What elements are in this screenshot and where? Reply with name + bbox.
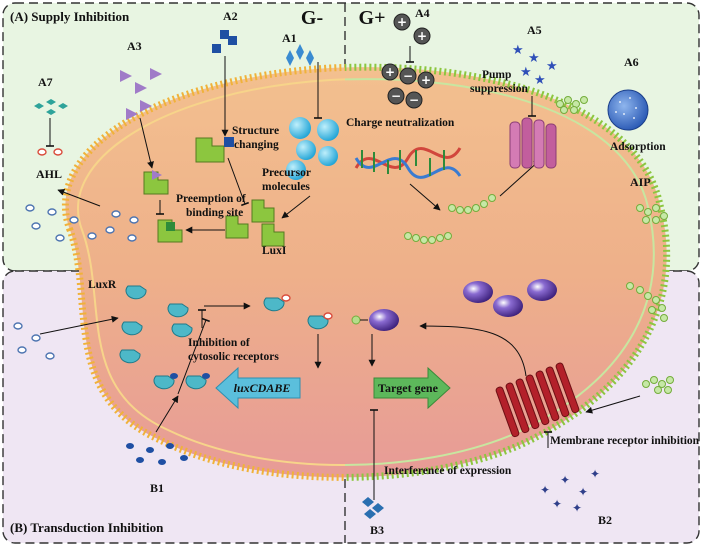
aip-label: AIP — [630, 175, 651, 189]
label-a1: A1 — [282, 31, 297, 45]
label-a3: A3 — [127, 39, 142, 53]
svg-text:+: + — [417, 29, 427, 43]
b1-inhibitors — [126, 443, 188, 465]
luxr-label: LuxR — [88, 279, 117, 291]
svg-text:★: ★ — [546, 59, 558, 74]
target-gene-arrow: Target gene — [373, 366, 451, 410]
b2-inhibitor-stars: ✦✦✦✦✦✦ — [540, 467, 600, 515]
precursor-label: Precursor — [262, 167, 311, 179]
preempted-enzyme — [143, 170, 169, 195]
precursor-molecules — [286, 117, 339, 180]
svg-text:★: ★ — [534, 73, 546, 88]
luxi-enzymes — [225, 199, 285, 247]
gram-negative-label: G- — [301, 7, 323, 29]
luxr-receptors — [119, 285, 193, 364]
label-b3: B3 — [370, 523, 384, 537]
svg-text:binding site: binding site — [186, 207, 243, 219]
adsorption-label: Adsorption — [610, 141, 666, 153]
luxr-blocked — [153, 373, 210, 390]
svg-text:✦: ✦ — [572, 501, 582, 515]
inhibition-cytosolic-label: Inhibition of — [188, 337, 250, 349]
svg-text:★: ★ — [528, 51, 540, 66]
svg-text:✦: ✦ — [590, 467, 600, 481]
label-a5: A5 — [527, 23, 542, 37]
membrane-receptor-label: Membrane receptor inhibition — [550, 435, 700, 447]
dna-helix — [354, 147, 462, 179]
svg-text:−: − — [409, 93, 419, 107]
luxi-label: LuxI — [262, 245, 287, 257]
target-gene-label: Target gene — [378, 381, 439, 395]
ahl-signals-lower — [13, 322, 55, 360]
aip-exported — [556, 96, 588, 114]
label-a2: A2 — [223, 9, 238, 23]
svg-text:changing: changing — [234, 139, 279, 151]
a6-adsorbent-sphere — [607, 89, 649, 131]
label-b2: B2 — [598, 513, 612, 527]
pump-label: Pump — [482, 69, 511, 81]
ahl-signals-upper — [25, 204, 139, 242]
structure-changing-label: Structure — [232, 125, 279, 137]
membrane-receptor — [495, 362, 580, 438]
svg-text:✦: ✦ — [552, 497, 562, 511]
a7-target-ahl — [37, 148, 63, 156]
aip-extracellular — [626, 204, 674, 394]
membrane-pump — [509, 117, 557, 169]
a5-inhibitor-stars: ★★★★★ — [512, 43, 558, 88]
gram-positive-label: G+ — [359, 7, 386, 29]
svg-text:molecules: molecules — [262, 181, 310, 193]
a4-charge-molecules: + + + − + − − — [381, 13, 435, 109]
b3-inhibitor-squares — [362, 497, 384, 519]
svg-text:✦: ✦ — [578, 485, 588, 499]
svg-text:★: ★ — [512, 43, 524, 58]
label-b1: B1 — [150, 481, 164, 495]
a2-inhibitor-squares — [212, 30, 237, 53]
supply-title: (A) Supply Inhibition — [10, 9, 130, 24]
label-a4: A4 — [415, 6, 430, 20]
luxi-bound-enzyme — [157, 219, 183, 243]
preemption-label: Preemption of — [176, 193, 246, 205]
a1-inhibitor-diamonds — [286, 44, 314, 66]
svg-text:✦: ✦ — [560, 473, 570, 487]
svg-text:−: − — [391, 89, 401, 103]
ahl-label: AHL — [36, 167, 62, 181]
label-a7: A7 — [38, 75, 53, 89]
luxr-ahl-complex — [263, 294, 333, 330]
transduction-title: (B) Transduction Inhibition — [10, 520, 164, 535]
charge-neutralization-label: Charge neutralization — [346, 117, 455, 129]
luxi-modified-enzyme — [195, 137, 234, 163]
interference-label: Interference of expression — [384, 465, 512, 477]
svg-text:+: + — [421, 73, 431, 87]
svg-text:★: ★ — [520, 65, 532, 80]
luxcdabe-gene-arrow: luxCDABE — [215, 366, 301, 410]
svg-text:cytosolic receptors: cytosolic receptors — [188, 351, 279, 363]
svg-text:−: − — [403, 69, 413, 83]
svg-text:✦: ✦ — [540, 483, 550, 497]
label-a6: A6 — [624, 55, 639, 69]
a3-inhibitor-triangles — [120, 68, 162, 120]
svg-text:+: + — [385, 65, 395, 79]
bacterial-cell — [61, 63, 671, 481]
svg-text:suppression: suppression — [470, 83, 529, 95]
luxcdabe-label: luxCDABE — [234, 381, 291, 395]
aip-peptide-chains — [404, 194, 496, 244]
phosphorylated-regulators — [351, 279, 557, 331]
a7-inhibitor — [34, 99, 68, 115]
svg-text:+: + — [397, 15, 407, 29]
